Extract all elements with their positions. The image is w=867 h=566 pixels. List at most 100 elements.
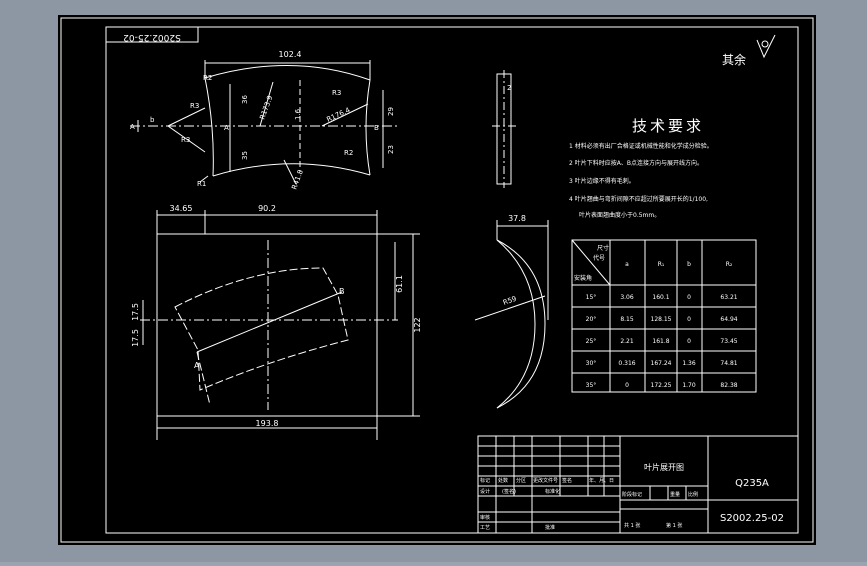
table-cell: 161.8	[652, 338, 669, 345]
table-col-r1: R₁	[658, 261, 665, 268]
dim-37: 37.8	[508, 214, 526, 223]
drawing-number: S2002.25-02	[720, 513, 784, 524]
table-cell: 82.38	[720, 382, 737, 389]
tb-label-2: 分区	[516, 477, 526, 484]
dim-61: 61.1	[395, 275, 404, 293]
tech-note-3: 3 叶片边缘不得有毛刺。	[569, 177, 635, 185]
table-col-b: b	[687, 261, 691, 268]
right-view-outer-arc	[496, 239, 546, 409]
top-view	[130, 60, 398, 185]
label-29: 29	[387, 107, 395, 116]
tb-label-0: 标记	[480, 477, 490, 484]
tb-label-4: 签名	[562, 477, 572, 484]
right-view	[474, 220, 549, 409]
param-table-border	[571, 239, 757, 393]
main-view	[140, 210, 420, 440]
top-view-leader-r3b	[167, 125, 206, 153]
label-top-b-left: b	[150, 116, 155, 124]
label-35: 35	[241, 151, 249, 160]
part-name: 叶片展开图	[644, 462, 684, 472]
title-block-border	[477, 435, 799, 534]
table-col-a: a	[625, 261, 629, 268]
table-cell: 0	[687, 338, 691, 345]
tb-design: 设计	[480, 488, 490, 495]
main-view-outline	[156, 233, 378, 417]
top-view-leader-r1	[199, 175, 209, 183]
table-cell: 35°	[586, 382, 597, 389]
table-cell: 74.81	[720, 360, 737, 367]
tech-note-2: 2 叶片下料时应按A、B点连接方向与展开线方向。	[569, 159, 703, 167]
tech-note-1: 1 材料必须有出厂合格证或机械性能和化学成分检验。	[569, 142, 713, 150]
label-thickness: 2	[507, 84, 511, 92]
label-main-b: B	[339, 287, 345, 296]
tb-weight: 重量	[670, 491, 680, 498]
table-header-top: 尺寸	[597, 244, 609, 252]
corner-code: S2002.25-02	[123, 32, 181, 42]
table-header-left: 安装角	[574, 274, 592, 282]
table-cell: 1.36	[682, 360, 696, 367]
material: Q235A	[735, 478, 769, 489]
tb-design-sign: (签名)	[502, 488, 516, 495]
table-cell: 8.15	[620, 316, 634, 323]
tb-approve: 批准	[545, 524, 555, 531]
table-cell: 1.70	[682, 382, 696, 389]
label-main-a: A	[194, 361, 200, 370]
tb-label-5: 年、月、日	[589, 477, 614, 484]
label-top-a-left: A	[130, 123, 135, 131]
roughness-symbol	[756, 34, 776, 59]
corner-code-box	[105, 26, 199, 43]
main-view-a-edge	[196, 351, 211, 406]
label-1-6: 1.6	[294, 108, 302, 120]
top-view-leader-r173	[259, 81, 274, 127]
dim-90: 90.2	[258, 204, 276, 213]
right-view-inner-arc	[496, 239, 536, 409]
dim-102: 102.4	[279, 50, 302, 59]
table-cell: 25°	[586, 338, 597, 345]
top-view-leader-r3	[167, 107, 206, 127]
roughness-circle	[761, 40, 769, 48]
dim-34: 34.65	[170, 204, 193, 213]
inner-border	[105, 26, 799, 534]
table-cell: 0.316	[618, 360, 635, 367]
dim-122: 122	[413, 317, 422, 332]
tb-process: 工艺	[480, 525, 490, 531]
table-cell: 2.21	[620, 338, 634, 345]
param-table	[571, 239, 757, 393]
label-top-a: A	[224, 124, 229, 132]
table-cell: 167.24	[651, 360, 672, 367]
top-view-leader-r176	[321, 103, 369, 127]
table-cell: 3.06	[620, 294, 634, 301]
top-view-upper-arc	[204, 65, 371, 81]
table-cell: 0	[687, 316, 691, 323]
roughness-note: 其余	[722, 52, 746, 67]
table-cell: 128.15	[651, 316, 672, 323]
tech-title: 技术要求	[632, 117, 704, 135]
top-view-lower-arc	[212, 163, 371, 177]
tb-standard: 标准化	[545, 488, 560, 495]
label-r2-right: R2	[344, 149, 353, 157]
label-r1: R1	[197, 180, 206, 188]
tech-note-4: 4 叶片翘曲与弯折间隙不应超过所要展开长的1/100,	[569, 195, 708, 203]
drawing-linework	[60, 17, 814, 543]
tb-sheet-index: 第 1 张	[666, 522, 682, 529]
table-cell: 160.1	[652, 294, 669, 301]
table-cell: 0	[625, 382, 629, 389]
label-23: 23	[387, 145, 395, 154]
label-r2-top: R2	[203, 74, 212, 82]
dim-17-left: 17.5	[131, 329, 140, 347]
table-cell: 20°	[586, 316, 597, 323]
label-top-b: B	[374, 124, 379, 132]
side-view	[492, 70, 518, 188]
dim-193: 193.8	[256, 419, 279, 428]
table-cell: 15°	[586, 294, 597, 301]
label-r3-right: R3	[332, 89, 341, 97]
table-header-mid: 代号	[593, 254, 605, 262]
main-view-blade-outline	[174, 267, 349, 391]
table-cell: 172.25	[651, 382, 672, 389]
drawing-text: S2002.25-02 其余 技术要求 1 材料必须有出厂合格证或机械性能和化学…	[123, 32, 784, 531]
table-cell: 64.94	[720, 316, 737, 323]
top-view-left-edge	[204, 77, 214, 177]
table-cell: 0	[687, 294, 691, 301]
